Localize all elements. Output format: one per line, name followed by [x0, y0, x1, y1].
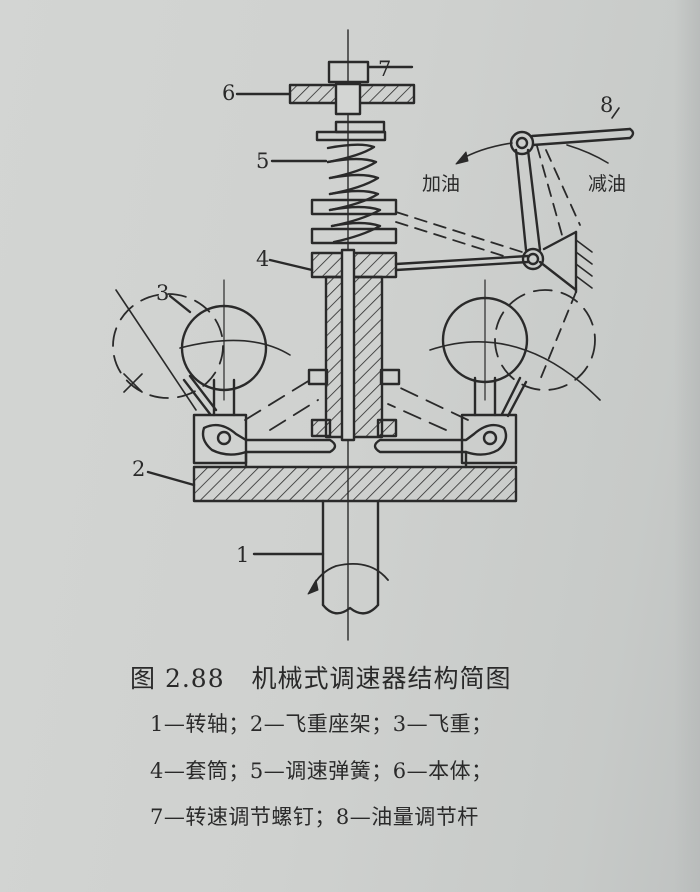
label-4: 4: [256, 247, 269, 271]
label-1: 1: [236, 543, 249, 567]
lever-alt-positions: [395, 145, 581, 381]
legend-line-3: 7—转速调节螺钉；8—油量调节杆: [150, 805, 479, 829]
fuel-control-lever: [394, 107, 635, 294]
figure-number: 图 2.88: [130, 664, 225, 693]
governor-spring: [326, 143, 382, 244]
legend-line-1: 1—转轴；2—飞重座架；3—飞重；: [150, 712, 493, 736]
flyweight-alt-positions: [112, 289, 596, 431]
figure-title: 机械式调速器结构简图: [251, 664, 512, 693]
speed-adjusting-screw: [327, 60, 370, 84]
page-edge-shadow: [674, 0, 700, 892]
flyweight-right: [441, 279, 529, 418]
sleeve: [307, 248, 401, 442]
label-7: 7: [378, 57, 391, 81]
label-2: 2: [132, 457, 145, 481]
label-3: 3: [156, 281, 169, 305]
label-5: 5: [256, 149, 269, 173]
label-8: 8: [600, 93, 613, 117]
legend-line-2: 4—套筒；5—调速弹簧；6—本体；: [150, 759, 493, 783]
decrease-fuel-label: 减油: [588, 173, 626, 195]
increase-fuel-label: 加油: [422, 173, 460, 195]
label-6: 6: [222, 81, 235, 105]
flyweight-holder: [192, 413, 518, 469]
flyweight-base-plate: [192, 465, 518, 503]
add-fuel-arrow: [459, 142, 513, 161]
figure-caption: 图 2.88 机械式调速器结构简图: [130, 659, 511, 695]
